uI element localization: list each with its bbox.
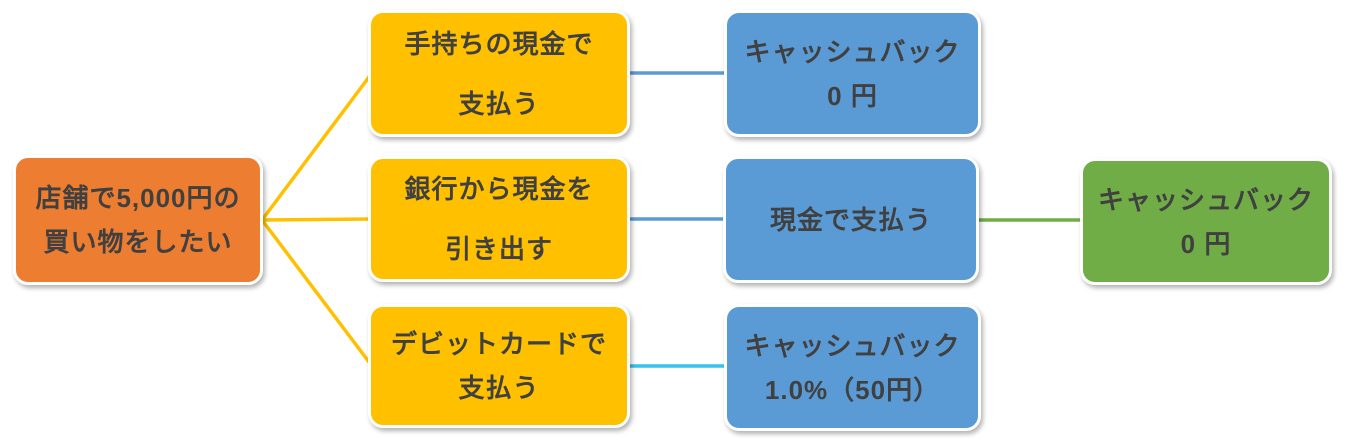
node-cashback-zero-top-unit: 円 (842, 80, 878, 111)
node-cashback-debit-unit: 円） (886, 374, 941, 405)
node-root-shopping: 店舗で5,000円の 買い物をしたい (13, 155, 263, 285)
node-pay-with-cash: 現金で支払う (723, 156, 979, 283)
node-withdraw-from-bank: 銀行から現金を 引き出す (368, 156, 630, 282)
node-root-amount: 5,000 (116, 183, 187, 213)
node-withdraw-line2: 引き出す (444, 234, 553, 264)
node-cashback-zero-top-line1: キャッシュバック (744, 36, 961, 67)
node-cash-on-hand-line1: 手持ちの現金で (404, 28, 594, 59)
edge-root-to-debit (260, 218, 374, 368)
node-root-line1-post: 円の (186, 183, 241, 213)
node-debit-line2: 支払う (458, 373, 540, 403)
node-cashback-zero-right-line1: キャッシュバック (1097, 184, 1314, 215)
node-cashback-debit-rate: 1.0 (764, 374, 805, 405)
node-root-line1-pre: 店舗で (35, 183, 117, 213)
node-cashback-debit: キャッシュバック 1.0%（50円） (724, 304, 981, 431)
node-cashback-debit-line1: キャッシュバック (744, 330, 961, 361)
node-cashback-zero-top-line2: 0 円 (827, 79, 878, 113)
node-root-line2: 買い物をしたい (43, 227, 233, 257)
node-cashback-debit-amount: 50 (855, 374, 887, 405)
node-cashback-zero-top: キャッシュバック 0 円 (724, 10, 981, 137)
node-cash-on-hand-line2: 支払う (458, 88, 540, 119)
node-debit-line1: デビットカードで (390, 329, 607, 359)
node-cashback-zero-right-unit: 円 (1196, 228, 1232, 259)
node-cashback-zero-right-line2: 0 円 (1181, 227, 1232, 261)
edge-root-to-withdraw (261, 217, 373, 222)
node-cashback-debit-line2: 1.0%（50円） (765, 373, 940, 407)
node-cashback-debit-mid: %（ (804, 374, 856, 405)
node-cashback-zero-top-amount: 0 (827, 80, 843, 111)
node-pay-with-cash-line1: 現金で支払う (769, 204, 932, 235)
node-root-line1: 店舗で5,000円の (35, 181, 240, 215)
node-cash-on-hand: 手持ちの現金で 支払う (368, 10, 630, 137)
node-pay-by-debit-card: デビットカードで 支払う (368, 304, 630, 428)
node-cashback-zero-right: キャッシュバック 0 円 (1080, 158, 1332, 285)
edge-root-to-cash-on-hand (260, 71, 374, 222)
node-withdraw-line1: 銀行から現金を (404, 174, 594, 204)
node-cashback-zero-right-amount: 0 (1180, 228, 1197, 259)
